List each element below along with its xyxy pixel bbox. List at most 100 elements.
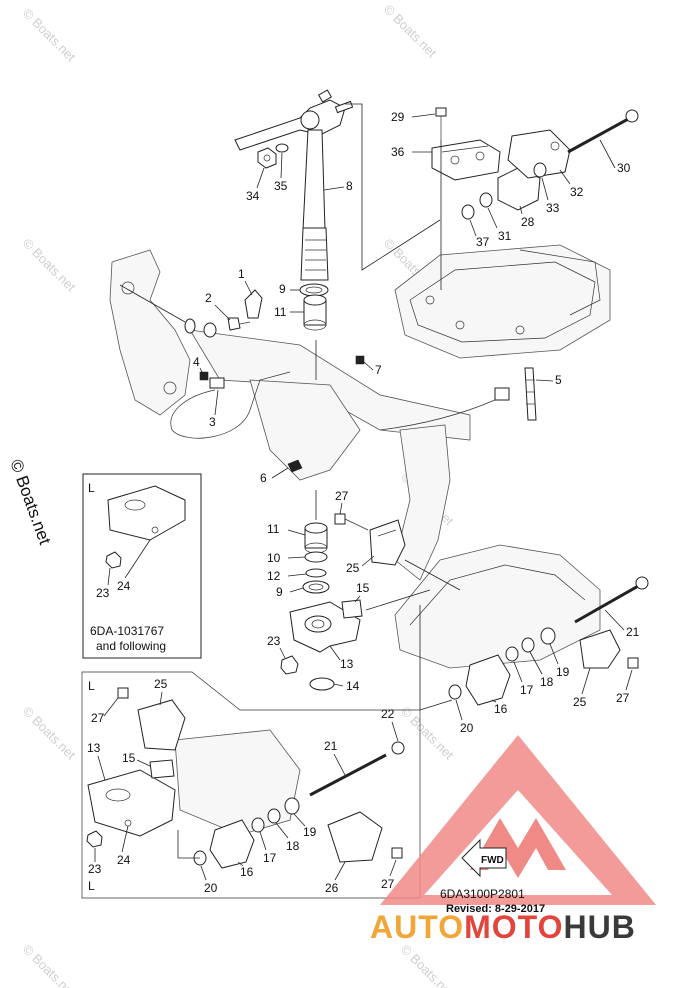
callout-20-right: 20 [460, 721, 474, 735]
callout-24-lower: 24 [117, 853, 131, 867]
washer-10 [304, 551, 328, 563]
clamp-bracket-ghost [109, 249, 471, 581]
callout-25-lower: 25 [154, 677, 168, 691]
callout-15-upper: 15 [356, 581, 370, 595]
callout-3: 3 [209, 415, 216, 429]
side-watermark: © Boats.net [6, 457, 54, 547]
callout-5: 5 [555, 373, 562, 387]
watermark: © Boats.net [20, 236, 79, 295]
fwd-label: FWD [481, 855, 504, 866]
callout-7: 7 [375, 363, 382, 377]
upper-washer-9 [299, 283, 329, 297]
callout-23-upper: 23 [267, 634, 281, 648]
engine-base-ghost [394, 244, 611, 359]
callout-29: 29 [391, 110, 405, 124]
inset-variant-label: L [88, 481, 95, 495]
callout-1: 1 [238, 267, 245, 281]
callout-25-upper: 25 [346, 561, 360, 575]
washer-left [184, 318, 217, 338]
callout-24-inset: 24 [117, 579, 131, 593]
inset-note-line2: and following [96, 639, 166, 653]
washer-18-right [521, 637, 535, 653]
callout-8: 8 [346, 179, 353, 193]
callout-15-lower: 15 [122, 751, 136, 765]
callout-35: 35 [274, 179, 288, 193]
rubber-16-right [465, 654, 511, 706]
callout-16-right: 16 [494, 702, 508, 716]
lower-inset-label-top: L [88, 679, 95, 693]
callout-13-upper: 13 [340, 657, 354, 671]
callout-31: 31 [498, 229, 512, 243]
callout-18-lower: 18 [286, 839, 300, 853]
washer-19-right [540, 627, 556, 645]
collar-20-right [448, 684, 462, 700]
diagram-code: 6DA3100P2801 [440, 887, 525, 901]
callout-12: 12 [267, 569, 281, 583]
washer-31 [479, 192, 493, 208]
lower-inset-label-bottom: L [88, 879, 95, 893]
brand-part-moto: MOTO [464, 909, 563, 945]
callout-23-inset: 23 [96, 586, 110, 600]
callout-26: 26 [325, 881, 339, 895]
watermark: © Boats.net [20, 942, 79, 988]
callout-17-lower: 17 [263, 851, 277, 865]
callout-28: 28 [521, 215, 535, 229]
brand-wordmark: AUTOMOTOHUB [370, 909, 635, 945]
plate-32 [507, 129, 571, 179]
bolt-30 [567, 109, 639, 154]
part-5-clip [379, 367, 537, 431]
bolt-21-right [574, 576, 649, 624]
callout-25-right: 25 [573, 695, 587, 709]
callout-18-right: 18 [540, 675, 554, 689]
callout-22: 22 [381, 707, 395, 721]
callout-34: 34 [246, 189, 260, 203]
callout-2: 2 [205, 291, 212, 305]
callout-10: 10 [267, 551, 281, 565]
bolt-29 [435, 107, 447, 140]
bolt-27-upper [334, 513, 369, 531]
nut-34 [257, 147, 277, 169]
washer-35 [275, 143, 289, 153]
callout-19-lower: 19 [303, 825, 317, 839]
part-4-screw [199, 371, 209, 381]
part-6-screw [287, 459, 303, 473]
callouts: 1 2 3 4 5 6 7 8 9 9 10 11 11 12 13 13 14… [87, 110, 640, 895]
callout-27-lower-left: 27 [91, 711, 105, 725]
mount-cap-36 [431, 139, 501, 181]
watermark: © Boats.net [20, 704, 79, 763]
bolt-27-right [627, 657, 639, 669]
steering-arm [234, 89, 354, 151]
ring-12 [305, 568, 327, 578]
upper-bushing-11 [303, 294, 327, 331]
nut-23 [280, 655, 299, 675]
callout-13-lower: 13 [87, 741, 101, 755]
watermark: © Boats.net [398, 942, 457, 988]
cover-25-right [579, 629, 621, 669]
part-1-clip [244, 289, 263, 319]
watermark: © Boats.net [20, 6, 79, 65]
callout-23-lower: 23 [88, 862, 102, 876]
callout-32: 32 [570, 185, 584, 199]
callout-19-right: 19 [556, 665, 570, 679]
fwd-arrow: FWD [461, 838, 507, 878]
bracket-15 [341, 599, 363, 619]
callout-30: 30 [617, 161, 631, 175]
callout-27-lower-right: 27 [381, 877, 395, 891]
inset-note-line1: 6DA-1031767 [90, 624, 164, 638]
callout-9-upper: 9 [279, 282, 286, 296]
part-2-bolt [227, 317, 251, 331]
assembly-lines [119, 103, 461, 859]
washer-17-right [505, 646, 519, 662]
logo-m-icon [470, 818, 566, 878]
callout-17-right: 17 [520, 683, 534, 697]
cover-25-upper [369, 519, 406, 566]
callout-37: 37 [476, 235, 490, 249]
callout-16-lower: 16 [240, 865, 254, 879]
steering-shaft [300, 129, 329, 281]
lower-washer-9 [302, 580, 330, 594]
callout-11-upper: 11 [274, 305, 287, 319]
variant-inset-box: L 6DA-1031767 and following [82, 473, 202, 659]
revised-date: Revised: 8-29-2017 [446, 903, 545, 915]
callout-9-lower: 9 [276, 585, 283, 599]
